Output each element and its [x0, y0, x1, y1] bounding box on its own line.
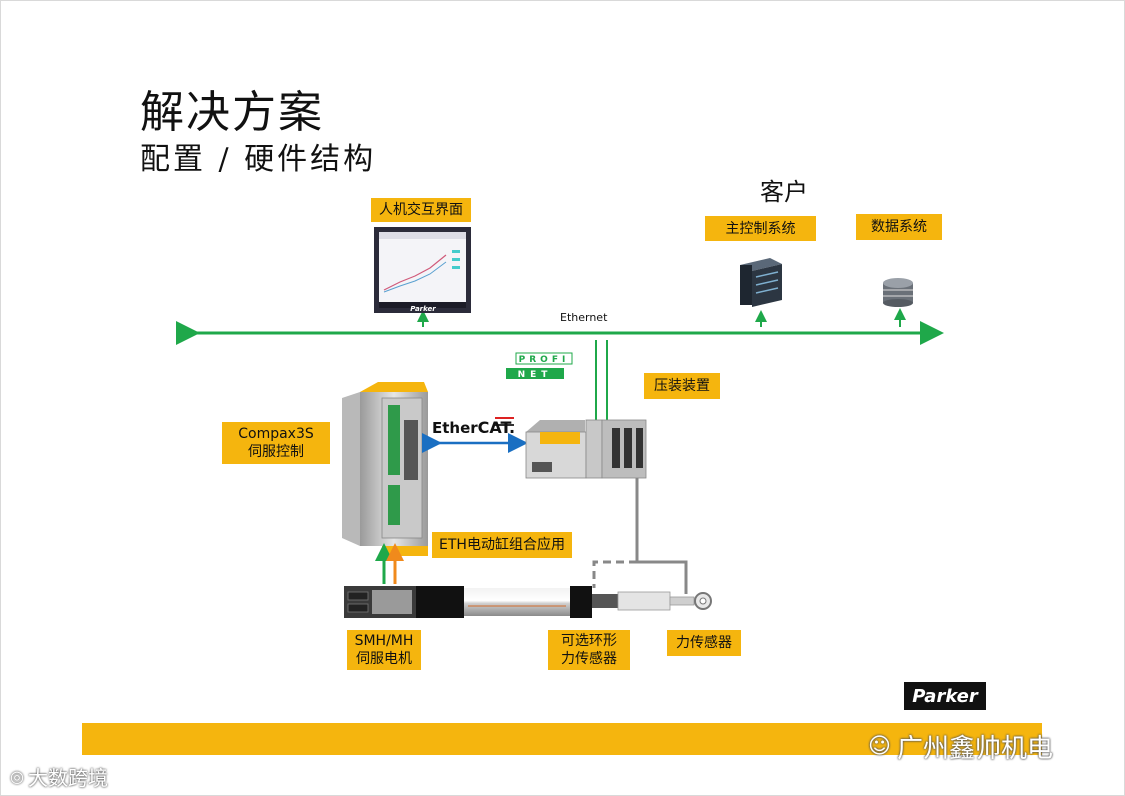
ring-sensor-label-line1: 可选环形	[561, 633, 617, 649]
slide-title: 解决方案	[140, 87, 324, 138]
database-icon	[883, 278, 913, 307]
main-control-label-text: 主控制系统	[725, 220, 796, 237]
watermark-right-text: 广州鑫帅机电	[896, 734, 1053, 764]
profinet-logo	[506, 352, 573, 379]
ethercat-logo-suffix: CAT.	[477, 418, 516, 437]
customer-heading: 客户	[760, 178, 808, 206]
main-control-label: 主控制系统	[705, 216, 816, 241]
ethercat-logo: EtherCAT.	[432, 418, 515, 437]
watermark-logo-icon: ◎	[10, 767, 24, 786]
hmi-label-text: 人机交互界面	[379, 202, 463, 218]
eth-application-label-text: ETH电动缸组合应用	[439, 537, 565, 553]
compax3s-label-line1: Compax3S	[238, 426, 314, 442]
eth-application-label: ETH电动缸组合应用	[432, 532, 572, 558]
server-rack-icon	[740, 258, 782, 307]
compax3s-drive	[342, 382, 428, 556]
force-sensor-cable	[635, 478, 688, 594]
ethercat-logo-prefix: Ether	[432, 419, 478, 437]
electric-cylinder	[416, 586, 712, 618]
profinet-text-top: PROFI	[519, 355, 570, 365]
servo-motor-label: SMH/MH 伺服电机	[347, 630, 421, 670]
press-unit-label-text: 压装装置	[654, 378, 710, 394]
footer-accent-bar	[82, 723, 1042, 755]
data-system-label: 数据系统	[856, 214, 942, 240]
watermark-left-text: 大数跨境	[27, 766, 108, 790]
servo-motor-label-line2: 伺服电机	[356, 651, 412, 667]
ring-sensor-label: 可选环形 力传感器	[548, 630, 630, 670]
press-unit-label: 压装装置	[644, 373, 720, 399]
servo-motor-label-line1: SMH/MH	[354, 633, 414, 649]
ring-sensor-cable-dashed	[592, 560, 637, 588]
watermark-right: ☺ 广州鑫帅机电	[868, 728, 1053, 765]
compax3s-label-line2: 伺服控制	[248, 444, 304, 460]
compax3s-label: Compax3S 伺服控制	[222, 422, 330, 464]
wechat-icon: ☺	[868, 734, 891, 759]
data-system-label-text: 数据系统	[871, 219, 927, 235]
slide-subtitle: 配置 / 硬件结构	[140, 142, 377, 177]
hmi-brand: Parker	[410, 305, 436, 313]
force-sensor-label-text: 力传感器	[676, 635, 732, 651]
force-sensor-label: 力传感器	[667, 630, 741, 656]
servo-motor	[344, 586, 416, 618]
press-controller	[525, 419, 647, 479]
hmi-screen	[374, 227, 471, 313]
ring-sensor-label-line2: 力传感器	[561, 651, 617, 667]
watermark-left: ◎ 大数跨境	[10, 762, 108, 791]
ethernet-label: Ethernet	[560, 311, 608, 324]
hmi-label: 人机交互界面	[371, 198, 471, 222]
profinet-text-bottom: NET	[518, 370, 553, 380]
parker-logo: Parker	[904, 682, 986, 710]
